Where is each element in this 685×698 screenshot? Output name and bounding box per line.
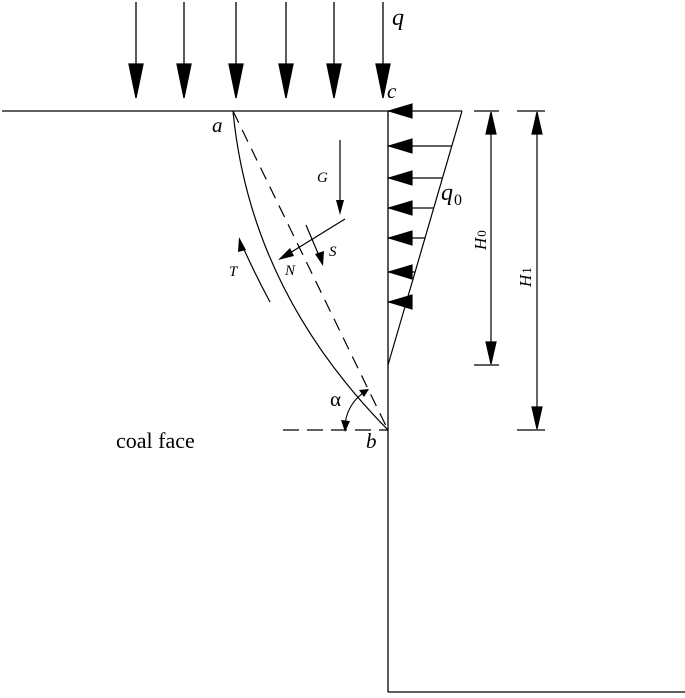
q0-load-diagram: [386, 103, 463, 366]
H0-dimension: [474, 110, 499, 366]
force-T-arrowhead: [238, 237, 246, 252]
label-S: S: [329, 244, 337, 260]
label-q0: q0: [441, 180, 462, 209]
label-N: N: [284, 263, 296, 279]
force-S-line: [305, 224, 321, 259]
label-coal-face: coal face: [116, 428, 195, 453]
force-T-line: [241, 244, 271, 303]
angle-alpha-arrowhead-top: [359, 389, 369, 397]
label-a: a: [212, 113, 223, 137]
force-S-arrowhead: [315, 251, 324, 266]
label-b: b: [366, 429, 377, 453]
slip-surface-curve: [232, 110, 389, 431]
angle-alpha-arrowhead-bottom: [341, 420, 350, 432]
label-alpha: α: [330, 387, 341, 411]
label-q: q: [392, 5, 404, 31]
label-T: T: [229, 264, 239, 280]
label-H1: H1: [516, 267, 535, 288]
H1-dimension: [517, 110, 545, 431]
label-G: G: [317, 170, 328, 186]
slip-chord-dashed: [232, 110, 389, 431]
label-c: c: [387, 79, 397, 103]
force-N-line: [284, 218, 346, 257]
label-H0: H0: [471, 230, 490, 251]
force-N-arrowhead: [278, 248, 294, 260]
load-q-arrows: [128, 2, 391, 99]
force-G-arrowhead: [336, 200, 344, 215]
